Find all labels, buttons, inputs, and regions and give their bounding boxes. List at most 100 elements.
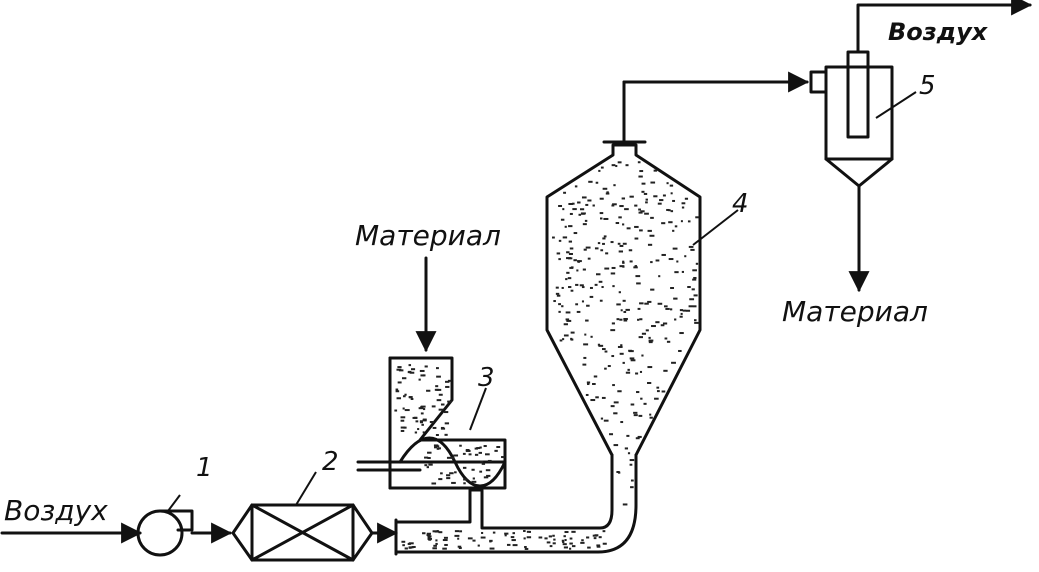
particle-speck bbox=[676, 260, 679, 263]
particle-speck bbox=[637, 307, 641, 310]
particle-speck bbox=[472, 477, 475, 480]
particle-speck bbox=[576, 310, 581, 313]
particle-speck bbox=[570, 331, 575, 334]
particle-speck bbox=[630, 479, 634, 482]
particle-speck bbox=[453, 454, 459, 457]
particle-speck bbox=[549, 545, 553, 548]
particle-speck bbox=[669, 184, 674, 187]
particle-speck bbox=[670, 210, 674, 213]
particle-speck bbox=[651, 325, 656, 328]
particle-speck bbox=[693, 294, 698, 297]
particle-speck bbox=[585, 393, 589, 396]
cyclone bbox=[809, 50, 917, 188]
particle-speck bbox=[654, 397, 659, 400]
particle-speck bbox=[629, 459, 635, 462]
particle-speck bbox=[639, 302, 644, 305]
particle-speck bbox=[444, 433, 448, 436]
particle-speck bbox=[620, 421, 624, 424]
particle-speck bbox=[622, 503, 628, 506]
particle-speck bbox=[636, 282, 641, 285]
particle-speck bbox=[625, 371, 631, 374]
particle-speck bbox=[622, 223, 625, 226]
particle-speck bbox=[619, 352, 624, 355]
particle-speck bbox=[687, 285, 691, 288]
particle-speck bbox=[644, 302, 649, 305]
particle-speck bbox=[637, 161, 641, 164]
particle-speck bbox=[659, 199, 664, 202]
particle-speck bbox=[613, 184, 616, 187]
particle-speck bbox=[619, 318, 623, 321]
particle-speck bbox=[420, 405, 426, 408]
particle-speck bbox=[563, 334, 569, 337]
particle-speck bbox=[564, 225, 567, 228]
particle-speck bbox=[511, 539, 516, 542]
particle-speck bbox=[664, 305, 668, 308]
particle-speck bbox=[601, 286, 604, 289]
particle-speck bbox=[459, 444, 462, 447]
particle-speck bbox=[637, 435, 642, 438]
particle-speck bbox=[681, 270, 684, 273]
particle-speck bbox=[575, 283, 579, 286]
particle-speck bbox=[662, 194, 666, 197]
particle-speck bbox=[645, 198, 648, 201]
particle-speck bbox=[440, 427, 446, 430]
particle-speck bbox=[572, 208, 577, 211]
particle-speck bbox=[569, 212, 573, 215]
particle-speck bbox=[561, 539, 565, 542]
particle-speck bbox=[592, 382, 596, 385]
particle-speck bbox=[397, 381, 402, 384]
particle-speck bbox=[431, 482, 437, 485]
particle-speck bbox=[603, 235, 607, 238]
particle-speck bbox=[638, 208, 641, 211]
particle-speck bbox=[426, 466, 429, 469]
particle-speck bbox=[647, 381, 652, 384]
particle-speck bbox=[678, 349, 682, 352]
particle-speck bbox=[546, 541, 551, 544]
particle-speck bbox=[572, 202, 575, 205]
particle-speck bbox=[582, 223, 587, 226]
particle-speck bbox=[589, 295, 594, 298]
particle-speck bbox=[435, 542, 438, 545]
particle-speck bbox=[424, 464, 428, 467]
particle-speck bbox=[558, 204, 563, 207]
particle-speck bbox=[478, 451, 482, 454]
particle-speck bbox=[451, 481, 456, 484]
particle-speck bbox=[583, 356, 587, 359]
particle-speck bbox=[556, 252, 561, 255]
particle-fill bbox=[394, 161, 700, 550]
particle-speck bbox=[623, 310, 627, 313]
particle-speck bbox=[418, 407, 424, 410]
particle-speck bbox=[569, 542, 573, 545]
particle-speck bbox=[544, 537, 548, 540]
particle-speck bbox=[635, 372, 639, 375]
particle-speck bbox=[561, 305, 564, 308]
particle-speck bbox=[637, 318, 640, 321]
particle-speck bbox=[476, 447, 481, 450]
particle-speck bbox=[581, 196, 587, 199]
particle-speck bbox=[650, 216, 654, 219]
particle-speck bbox=[404, 547, 408, 550]
particle-speck bbox=[618, 291, 621, 294]
particle-speck bbox=[634, 204, 638, 207]
particle-speck bbox=[436, 388, 442, 391]
particle-speck bbox=[638, 211, 643, 214]
particle-speck bbox=[427, 457, 431, 460]
particle-speck bbox=[582, 268, 586, 271]
particle-speck bbox=[410, 397, 414, 400]
particle-speck bbox=[634, 237, 639, 240]
particle-speck bbox=[582, 363, 587, 366]
particle-speck bbox=[548, 535, 552, 538]
particle-speck bbox=[589, 286, 593, 289]
particle-speck bbox=[666, 340, 671, 343]
particle-speck bbox=[559, 339, 563, 342]
particle-speck bbox=[583, 343, 589, 346]
particle-speck bbox=[415, 420, 419, 423]
particle-speck bbox=[577, 260, 582, 263]
particle-speck bbox=[600, 217, 603, 220]
particle-speck bbox=[611, 164, 616, 167]
particle-speck bbox=[638, 414, 643, 417]
particle-speck bbox=[426, 389, 431, 392]
particle-speck bbox=[562, 541, 565, 544]
particle-speck bbox=[420, 374, 425, 377]
particle-speck bbox=[408, 396, 413, 399]
